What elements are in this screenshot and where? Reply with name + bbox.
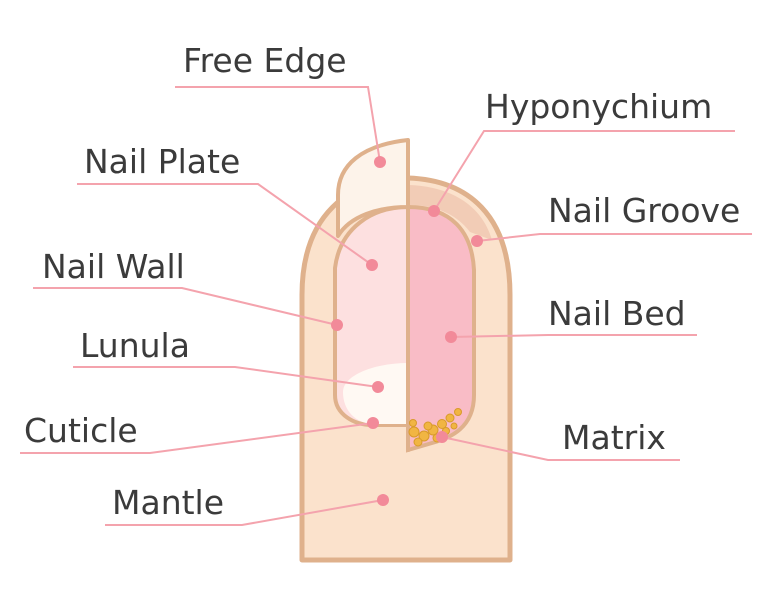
marker-nail-plate xyxy=(366,259,378,271)
leader-nail-plate xyxy=(77,183,373,266)
label-free-edge: Free Edge xyxy=(183,41,347,80)
marker-dots xyxy=(331,156,483,506)
label-nail-plate: Nail Plate xyxy=(84,142,240,181)
label-lunula: Lunula xyxy=(80,326,190,365)
marker-nail-wall xyxy=(331,319,343,331)
marker-free-edge xyxy=(374,156,386,168)
leader-nail-wall xyxy=(33,287,338,326)
leader-matrix xyxy=(441,436,680,461)
free-edge-shape xyxy=(336,138,410,238)
leader-lines xyxy=(20,86,752,526)
leader-nail-groove xyxy=(476,233,752,242)
label-mantle: Mantle xyxy=(112,483,224,522)
label-hyponychium: Hyponychium xyxy=(485,87,712,126)
leader-hyponychium xyxy=(433,130,735,212)
marker-matrix xyxy=(436,431,448,443)
leader-nail-bed xyxy=(450,334,697,338)
leader-lunula xyxy=(73,366,379,388)
nail-bed-shape xyxy=(406,204,476,453)
lunula-shape xyxy=(343,363,408,424)
marker-mantle xyxy=(377,494,389,506)
label-matrix: Matrix xyxy=(562,418,666,457)
label-cuticle: Cuticle xyxy=(24,411,138,450)
marker-nail-bed xyxy=(445,331,457,343)
leader-mantle xyxy=(105,499,384,526)
leader-cuticle xyxy=(20,422,374,454)
marker-lunula xyxy=(372,381,384,393)
marker-hyponychium xyxy=(428,205,440,217)
leader-free-edge xyxy=(175,86,381,163)
marker-nail-groove xyxy=(471,235,483,247)
nail-groove-area xyxy=(408,185,492,240)
marker-cuticle xyxy=(367,417,379,429)
label-nail-wall: Nail Wall xyxy=(42,247,185,286)
labels: Free Edge Nail Plate Nail Wall Lunula Cu… xyxy=(24,41,740,522)
label-nail-groove: Nail Groove xyxy=(548,191,740,230)
label-nail-bed: Nail Bed xyxy=(548,294,686,333)
